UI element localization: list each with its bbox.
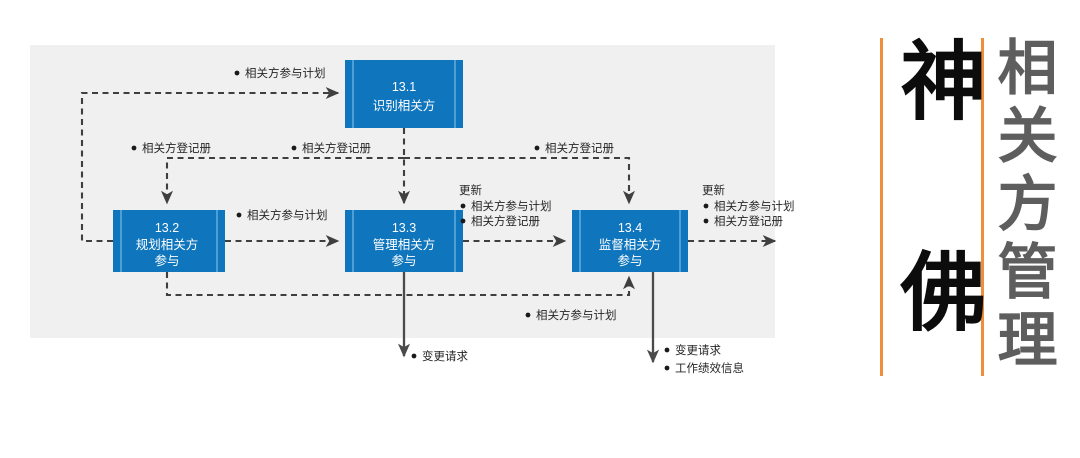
- flow-13-1-to-13-2: [160, 156, 404, 205]
- bullet-icon: [411, 353, 417, 359]
- process-13-1-line1: 识别相关方: [373, 98, 436, 113]
- label-register-c: 相关方登记册: [545, 141, 614, 155]
- label-mid-plan: 相关方参与计划: [247, 208, 328, 222]
- bullet-icon: [525, 312, 531, 318]
- bullet-icon: [234, 70, 240, 76]
- label-work-performance: 工作绩效信息: [675, 361, 744, 375]
- label-update-out-item2: 相关方登记册: [714, 214, 783, 228]
- bullet-icon: [703, 203, 709, 209]
- title-main-text: 神佛: [887, 36, 983, 458]
- label-change-request-133: 变更请求: [422, 349, 468, 363]
- bullet-icon: [460, 203, 466, 209]
- process-13-3-line1: 管理相关方: [373, 237, 436, 252]
- label-update-out-item1: 相关方参与计划: [714, 199, 795, 213]
- flow-13-2-to-13-4-feedback: [165, 272, 636, 297]
- bullet-icon: [291, 145, 297, 151]
- label-top-plan: 相关方参与计划: [245, 66, 326, 80]
- orange-rule-right: [981, 38, 984, 376]
- label-update-134-item1: 相关方参与计划: [471, 199, 552, 213]
- flow-13-1-to-13-4: [404, 156, 636, 205]
- label-bottom-plan: 相关方参与计划: [536, 308, 617, 322]
- process-box-13-3[interactable]: 13.3 管理相关方 参与: [345, 210, 463, 272]
- process-box-13-2[interactable]: 13.2 规划相关方 参与: [113, 210, 225, 272]
- process-13-1-number: 13.1: [392, 80, 416, 94]
- label-change-request-134: 变更请求: [675, 343, 721, 357]
- process-box-13-1[interactable]: 13.1 识别相关方: [345, 60, 463, 128]
- label-update-out-head: 更新: [702, 183, 725, 197]
- label-register-a: 相关方登记册: [142, 141, 211, 155]
- process-13-3-line2: 参与: [391, 253, 416, 268]
- process-13-3-number: 13.3: [392, 221, 416, 235]
- bullet-icon: [703, 218, 709, 224]
- process-13-4-number: 13.4: [618, 221, 642, 235]
- process-13-4-line2: 参与: [617, 253, 642, 268]
- process-13-2-line1: 规划相关方: [136, 237, 199, 252]
- bullet-icon: [131, 145, 137, 151]
- diagram-canvas: 13.1 识别相关方 13.2 规划相关方 参与 13.3 管理相关方 参与 1…: [30, 30, 1065, 458]
- process-13-4-line1: 监督相关方: [599, 237, 662, 252]
- process-13-2-line2: 参与: [154, 253, 179, 268]
- orange-rule-left: [880, 38, 883, 376]
- process-13-2-number: 13.2: [155, 221, 179, 235]
- label-update-134-item2: 相关方登记册: [471, 214, 540, 228]
- label-register-b: 相关方登记册: [302, 141, 371, 155]
- bullet-icon: [664, 365, 670, 371]
- title-sub-text: 相关方管理: [989, 36, 1056, 376]
- process-box-13-4[interactable]: 13.4 监督相关方 参与: [572, 210, 688, 272]
- vertical-title-panel: 神佛 相关方管理: [880, 30, 1065, 458]
- bullet-icon: [236, 212, 242, 218]
- bullet-icon: [664, 347, 670, 353]
- label-update-134-head: 更新: [459, 183, 482, 197]
- bullet-icon: [534, 145, 540, 151]
- flow-13-2-to-13-1: [80, 86, 340, 243]
- bullet-icon: [460, 218, 466, 224]
- stakeholder-process-flow-diagram: 13.1 识别相关方 13.2 规划相关方 参与 13.3 管理相关方 参与 1…: [30, 45, 795, 375]
